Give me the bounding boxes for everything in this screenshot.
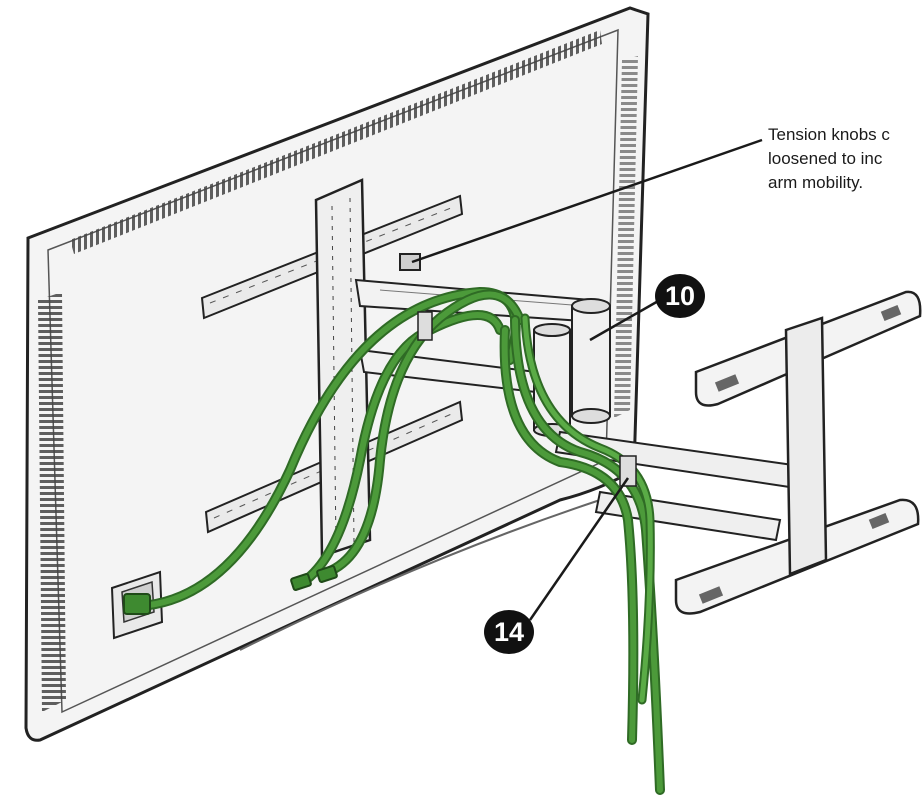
callout-line-1: Tension knobs c: [768, 125, 890, 144]
callout-line-2: loosened to inc: [768, 149, 883, 168]
callout-badge-10: 10: [655, 274, 705, 318]
wall-plate: [674, 290, 922, 615]
hdmi-plugs: [290, 565, 338, 591]
tension-knob-callout: Tension knobs c loosened to inc arm mobi…: [768, 123, 923, 195]
cable-clip-upper: [417, 311, 433, 341]
callout-badge-14: 14: [484, 610, 534, 654]
cable-bundle: [135, 286, 665, 795]
leader-line-tension: [411, 138, 763, 264]
callout-line-3: arm mobility.: [768, 173, 864, 192]
leader-line-14: [528, 477, 630, 621]
cable-clip-lower: [619, 455, 637, 487]
leader-line-10: [589, 298, 661, 342]
pivot-cylinder-front: [571, 298, 611, 424]
tension-knob: [399, 253, 421, 271]
power-plug: [123, 593, 151, 615]
